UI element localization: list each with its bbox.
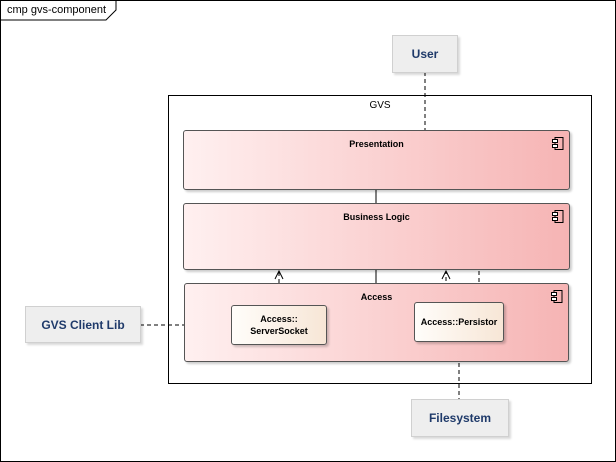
component-icon	[552, 137, 564, 150]
component-icon	[552, 210, 564, 223]
business-logic-component: Business Logic	[183, 203, 570, 270]
component-icon	[551, 290, 563, 303]
presentation-label: Presentation	[349, 139, 404, 149]
serversocket-arrowhead	[274, 269, 284, 280]
frame-title: cmp gvs-component	[1, 1, 113, 19]
serversocket-component: Access:: ServerSocket	[231, 305, 327, 345]
gvs-client-lib-actor: GVS Client Lib	[25, 306, 141, 343]
presentation-component: Presentation	[183, 130, 570, 190]
gvs-label: GVS	[369, 100, 391, 111]
user-label: User	[411, 47, 439, 61]
access-label: Access	[360, 292, 393, 302]
persistor-component: Access::Persistor	[414, 302, 504, 342]
persistor-up-arrowhead	[441, 269, 451, 280]
business-logic-label: Business Logic	[343, 212, 410, 222]
frame-tab-outline	[0, 0, 117, 21]
filesystem-label: Filesystem	[428, 411, 492, 425]
filesystem-actor: Filesystem	[411, 399, 509, 437]
user-actor: User	[392, 35, 458, 73]
gvs-client-lib-label: GVS Client Lib	[41, 317, 125, 332]
